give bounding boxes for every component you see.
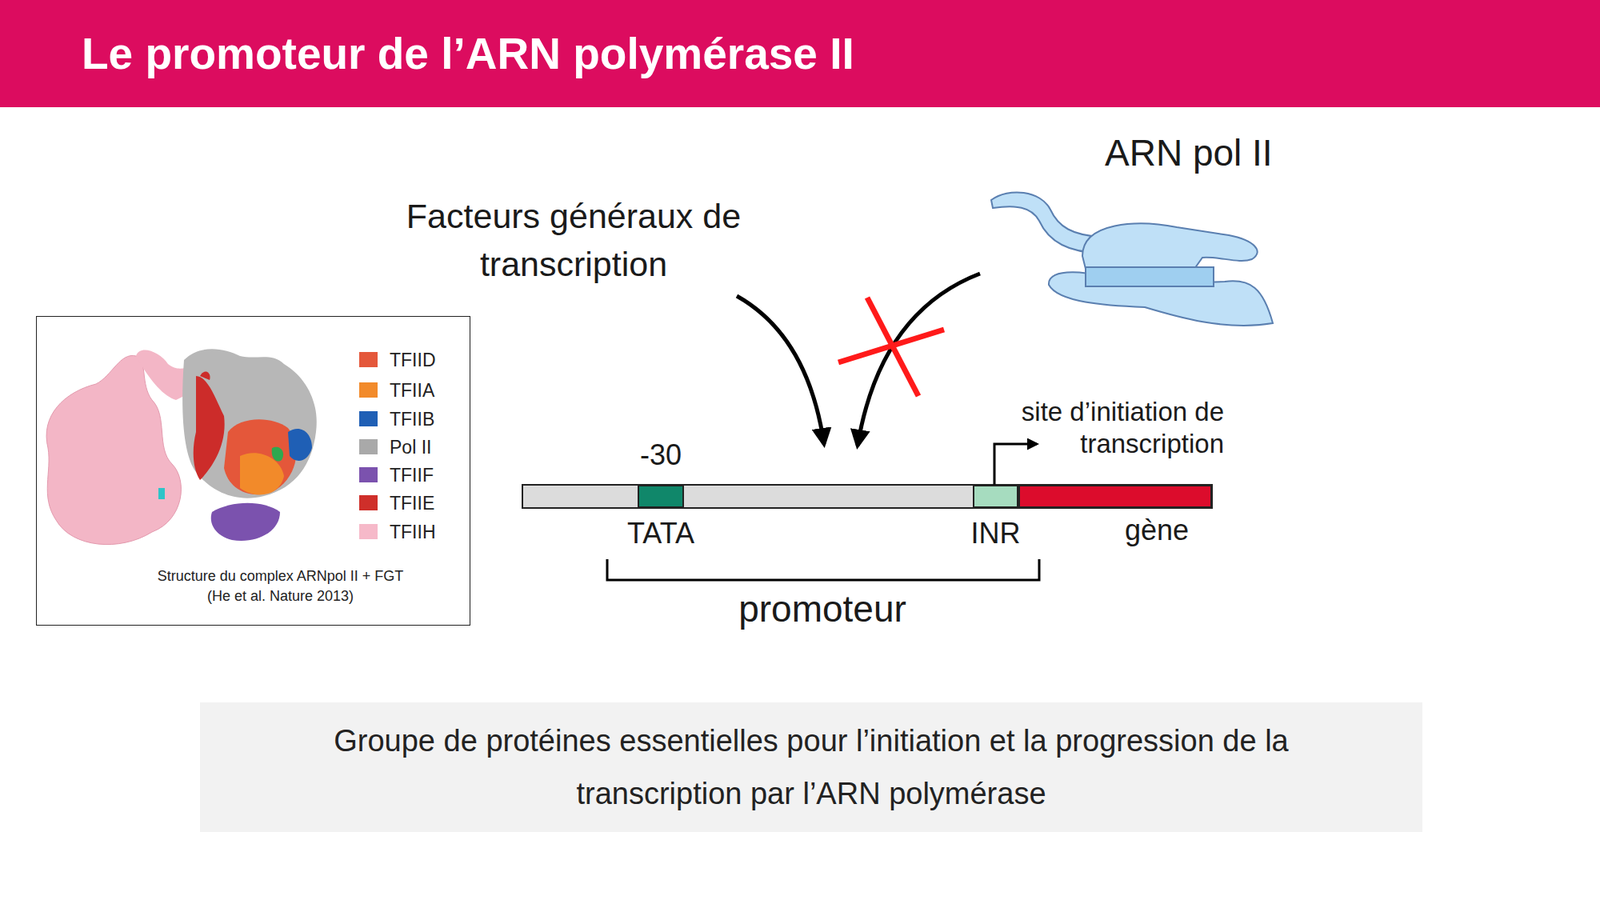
node-label: gène <box>1124 513 1189 548</box>
legend-swatch <box>359 467 378 483</box>
polymerase-outline <box>984 188 1297 341</box>
legend-swatch <box>359 524 378 540</box>
inr-box: INR <box>972 484 1019 508</box>
legend-swatch <box>359 382 378 398</box>
legend-text: Pol II <box>389 436 432 459</box>
title-band <box>0 0 1600 108</box>
polymerase-shape: ARN pol II <box>984 188 1297 341</box>
legend-text: TFIIE <box>389 492 435 515</box>
node-label: TATA <box>627 516 695 551</box>
complex-structure <box>46 348 317 544</box>
legend-text: TFIIH <box>389 520 436 544</box>
legend-swatch <box>359 411 378 427</box>
definition-box: Groupe de protéines essentielles pour l’… <box>200 702 1423 832</box>
legend-text: TFIIA <box>389 379 435 402</box>
figure-caption: Structure du complex ARNpol II + FGT (He… <box>146 566 415 607</box>
factor-arrow <box>736 296 824 444</box>
tata-box: -30TATA <box>637 484 684 508</box>
node-label: -30 <box>640 438 682 472</box>
legend-swatch <box>359 352 378 368</box>
legend-swatch <box>359 439 378 455</box>
legend-text: TFIIB <box>389 408 435 431</box>
legend-text: TFIID <box>389 348 436 372</box>
legend-swatch <box>359 495 378 511</box>
legend-text: TFIIF <box>389 464 434 487</box>
slide-title: Le promoteur de l’ARN polymérase II <box>81 27 855 80</box>
gene-segment: gène <box>1018 484 1212 508</box>
polymerase-label: ARN pol II <box>1104 131 1273 175</box>
promoter-label: promoteur <box>738 588 907 630</box>
tss-arrow <box>994 444 1037 485</box>
dna-strand <box>522 484 1212 508</box>
factors-label: Facteurs généraux de transcription <box>397 192 750 288</box>
promoter-bracket <box>607 559 1040 580</box>
node-label: Groupe de protéines essentielles pour l’… <box>331 714 1292 820</box>
blocked-cross <box>838 297 944 396</box>
polymerase-arrow <box>857 273 980 446</box>
tss-label: site d’initiation de transcription <box>944 396 1224 460</box>
node-label: INR <box>971 516 1021 551</box>
